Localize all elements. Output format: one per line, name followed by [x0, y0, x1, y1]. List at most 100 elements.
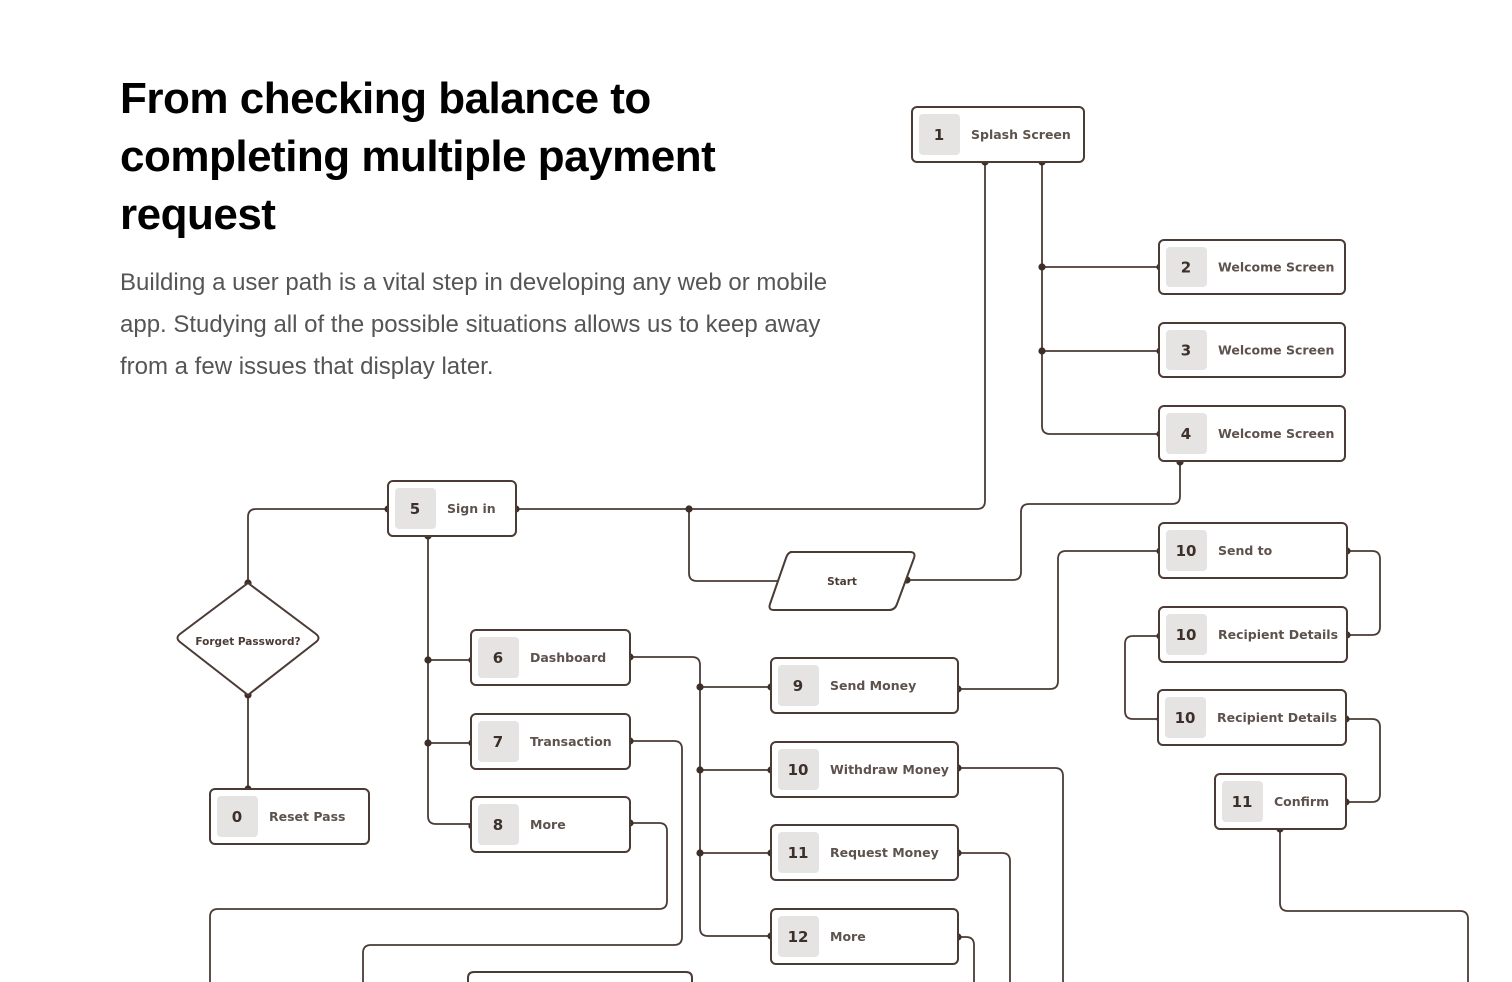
node-confirm[interactable]: 11 Confirm [1214, 773, 1347, 830]
connectors [209, 162, 1469, 982]
node-label: Dashboard [530, 650, 606, 665]
node-number: 8 [493, 816, 503, 834]
node-label: More [530, 817, 566, 832]
node-withdraw[interactable]: 10 Withdraw Money [770, 741, 959, 798]
connector-dot [696, 683, 704, 691]
node-label: Withdraw Money [830, 762, 949, 777]
node-number: 10 [1176, 626, 1197, 644]
node-label: Recipient Details [1218, 627, 1338, 642]
node-number: 3 [1181, 342, 1191, 360]
connector-dot [424, 739, 432, 747]
start-node[interactable]: Start [768, 551, 916, 611]
node-label: Send Money [830, 678, 916, 693]
node-number-badge [919, 114, 960, 155]
decision-label: Forget Password? [195, 636, 300, 648]
node-label: More [830, 929, 866, 944]
node-number-badge [478, 637, 519, 678]
node-signin[interactable]: 5 Sign in [387, 480, 517, 537]
edge-transaction-down [362, 740, 683, 982]
node-welcome2[interactable]: 3 Welcome Screen [1158, 322, 1346, 378]
node-number-badge [1222, 781, 1263, 822]
node-welcome3[interactable]: 4 Welcome Screen [1158, 405, 1346, 462]
node-number: 6 [493, 649, 503, 667]
node-number-badge [1166, 330, 1207, 370]
node-number: 2 [1181, 259, 1191, 277]
node-reset[interactable]: 0 Reset Pass [209, 788, 370, 845]
edge-recipient-confirm [1346, 718, 1381, 803]
edge-more2-down [958, 936, 975, 982]
node-label: Welcome Screen [1218, 260, 1334, 275]
page-title: From checking balance to completing mult… [120, 74, 716, 239]
connector-dot [1038, 263, 1046, 271]
node-number: 1 [934, 126, 944, 144]
node-number-badge [1166, 614, 1207, 655]
connector-dot [696, 849, 704, 857]
node-request[interactable]: 11 Request Money [770, 824, 959, 881]
node-number-badge [395, 488, 436, 529]
node-number: 12 [788, 928, 809, 946]
node-number: 4 [1181, 425, 1191, 443]
node-label: Recipient Details [1217, 710, 1337, 725]
node-label: Confirm [1274, 794, 1329, 809]
edge-dashboard-actions [630, 656, 771, 937]
node-splash[interactable]: 1 Splash Screen [911, 106, 1085, 163]
node-more1[interactable]: 8 More [470, 796, 631, 853]
node-label: Welcome Screen [1218, 343, 1334, 358]
node-label: Transaction [530, 734, 612, 749]
edge-withdraw-down [958, 767, 1064, 982]
edge-sendmoney-sendto [958, 550, 1160, 690]
connector-dot [685, 505, 693, 513]
connector-dot [424, 656, 432, 664]
node-welcome1[interactable]: 2 Welcome Screen [1158, 239, 1346, 295]
node-more2[interactable]: 12 More [770, 908, 959, 965]
node-number: 10 [788, 761, 809, 779]
node-label: Splash Screen [971, 127, 1071, 142]
forget-password-decision[interactable]: Forget Password? [176, 581, 320, 697]
node-label: Welcome Screen [1218, 426, 1334, 441]
edge-splash-signin [516, 162, 986, 510]
node-number: 11 [1232, 793, 1253, 811]
node-sendmoney[interactable]: 9 Send Money [770, 657, 959, 714]
edge-recipient-recipient [1124, 635, 1160, 720]
edge-welcome-start [907, 462, 1181, 581]
node-label: Reset Pass [269, 809, 346, 824]
node-number-badge [1166, 247, 1207, 287]
node-number-badge [217, 796, 258, 837]
node-number: 10 [1175, 709, 1196, 727]
node-number-badge [1165, 697, 1206, 738]
node-transaction[interactable]: 7 Transaction [470, 713, 631, 770]
node-label: Sign in [447, 501, 496, 516]
node-sendto[interactable]: 10 Send to [1158, 522, 1348, 579]
start-label: Start [827, 576, 857, 588]
node-number: 0 [232, 808, 242, 826]
node-number: 11 [788, 844, 809, 862]
node-number: 5 [410, 500, 420, 518]
node-number: 10 [1176, 542, 1197, 560]
edge-signin-menu [427, 536, 472, 825]
node-dashboard[interactable]: 6 Dashboard [470, 629, 631, 686]
edge-confirm-down [1279, 829, 1469, 982]
node-number-badge [478, 804, 519, 845]
edge-sendto-recipient [1347, 550, 1381, 636]
node-label: Send to [1218, 543, 1273, 558]
connector-dot [696, 766, 704, 774]
edge-more-down [209, 822, 668, 982]
connector-dot [1038, 347, 1046, 355]
node-number-badge [778, 749, 819, 790]
edge-signin-decision [247, 508, 388, 583]
node-label: Request Money [830, 845, 939, 860]
node-number-badge [778, 916, 819, 957]
partial-node [467, 971, 693, 982]
edge-splash-welcome [1041, 162, 1160, 435]
node-number-badge [778, 665, 819, 706]
node-number: 7 [493, 733, 503, 751]
node-number-badge [1166, 530, 1207, 571]
node-recipient1[interactable]: 10 Recipient Details [1158, 606, 1348, 663]
edge-signin-start [688, 509, 778, 582]
node-recipient2[interactable]: 10 Recipient Details [1157, 689, 1347, 746]
node-number: 9 [793, 677, 803, 695]
edge-request-down [958, 852, 1011, 982]
node-number-badge [478, 721, 519, 762]
